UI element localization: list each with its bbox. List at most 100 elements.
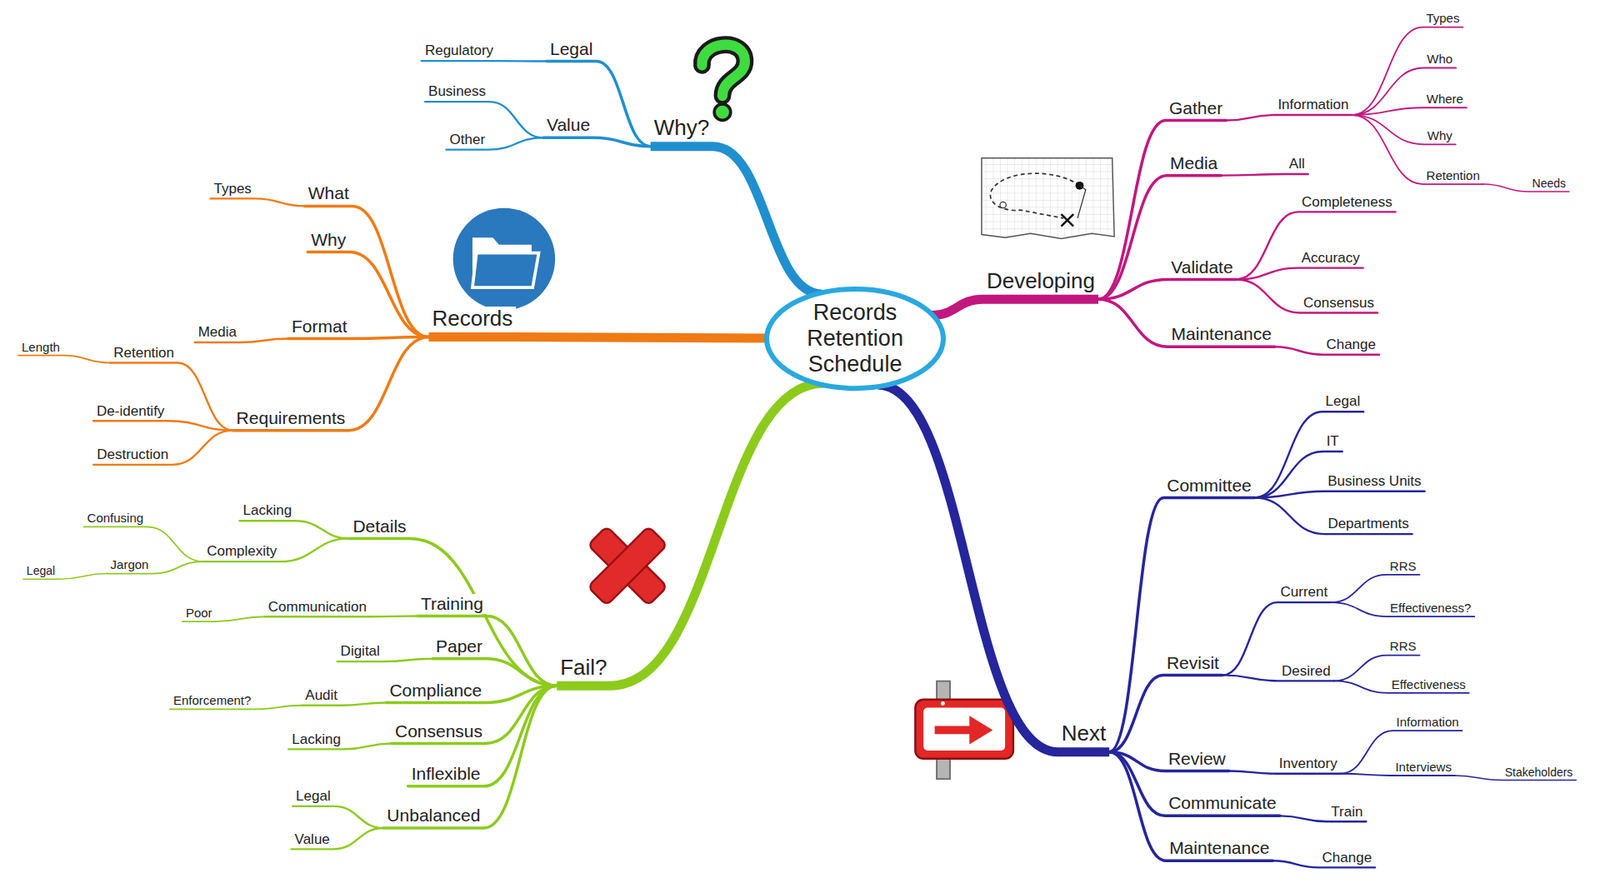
topic-label: Where — [1423, 91, 1467, 106]
branch-line — [1098, 280, 1237, 300]
topic-label: Records — [429, 306, 517, 332]
topic-text: Why — [310, 230, 346, 250]
branch-line — [210, 198, 305, 206]
topic-text: Audit — [305, 687, 338, 705]
branch-line — [18, 355, 110, 364]
topic-text: Inflexible — [411, 764, 481, 785]
topic-label: Destruction — [93, 446, 172, 464]
topic-label: Types — [1422, 10, 1463, 25]
topic-text: Communication — [268, 599, 367, 616]
topic-label: Communicate — [1165, 793, 1280, 814]
topic-text: Gather — [1169, 98, 1223, 119]
topic-text: Lacking — [291, 731, 341, 749]
topic-text: Completeness — [1301, 194, 1393, 211]
branch-line — [383, 685, 557, 829]
topic-text: Desired — [1281, 663, 1331, 680]
topic-label: Lacking — [288, 731, 345, 749]
topic-text: Unbalanced — [386, 805, 480, 826]
branch-line — [421, 60, 547, 63]
topic-label: Departments — [1324, 515, 1412, 533]
topic-label: Who — [1423, 51, 1456, 66]
topic-label: Jargon — [107, 557, 153, 572]
branch-line — [543, 137, 651, 146]
topic-text: Details — [352, 516, 406, 537]
topic-text: Training — [420, 594, 484, 615]
topic-text: Change — [1325, 336, 1376, 354]
topic-label: Legal — [292, 788, 335, 805]
branch-line — [877, 385, 1110, 753]
topic-text: Interviews — [1395, 760, 1452, 775]
topic-label: Compliance — [385, 680, 485, 701]
topic-text: Departments — [1327, 515, 1409, 533]
branch-line — [546, 61, 651, 147]
branch-line — [203, 538, 350, 562]
topic-text: Information — [1277, 96, 1349, 114]
branch-line — [93, 430, 233, 465]
topic-label: Details — [349, 516, 410, 537]
topic-label: Completeness — [1298, 194, 1396, 211]
topic-text: RRS — [1390, 639, 1417, 654]
branch-line — [349, 538, 557, 686]
topic-label: Enforcement? — [170, 693, 255, 708]
topic-text: Revisit — [1166, 653, 1220, 674]
topic-label: Validate — [1167, 257, 1236, 278]
topic-text: Who — [1426, 51, 1453, 66]
topic-label: Communication — [265, 599, 370, 616]
topic-label: Other — [446, 131, 490, 149]
branch-line — [1236, 211, 1396, 280]
topic-label: Types — [210, 180, 255, 198]
topic-text: Regulatory — [425, 42, 494, 60]
topic-label: Effectiveness — [1388, 677, 1470, 692]
topic-text: Value — [295, 831, 330, 849]
red-cross-icon — [587, 526, 667, 606]
topic-text: IT — [1326, 433, 1340, 450]
branch-line — [417, 615, 557, 686]
topic-label: Revisit — [1163, 653, 1223, 674]
topic-text: Current — [1280, 584, 1329, 601]
topic-text: Legal — [550, 39, 593, 60]
topic-text: Compliance — [389, 680, 482, 701]
topic-text: Legal — [1325, 393, 1361, 410]
topic-text: Consensus — [1303, 295, 1375, 312]
branch-line — [1340, 730, 1463, 775]
topic-text: Jargon — [110, 557, 150, 572]
topic-text: Why — [1427, 128, 1453, 143]
topic-text: Value — [546, 115, 590, 135]
topic-label: Poor — [182, 605, 216, 620]
branch-line — [84, 526, 205, 562]
topic-text: Business — [428, 83, 486, 100]
topic-label: Legal — [1322, 393, 1365, 410]
branch-line — [1109, 497, 1255, 752]
topic-text: Types — [1425, 10, 1460, 25]
topic-label: Retention — [1423, 168, 1484, 183]
topic-text: Enforcement? — [173, 693, 251, 708]
topic-text: Digital — [340, 643, 380, 660]
topic-label: Inflexible — [408, 764, 485, 785]
topic-text: Next — [1061, 721, 1106, 747]
topic-text: Poor — [185, 605, 213, 620]
branch-line — [1255, 497, 1413, 535]
topic-text: Complexity — [206, 543, 277, 560]
topic-label: Legal — [546, 39, 596, 60]
topic-label: Information — [1393, 715, 1463, 730]
topic-label: Unbalanced — [383, 805, 484, 826]
topic-text: Types — [214, 180, 252, 198]
branch-line — [288, 337, 430, 340]
topic-text: Retention — [1426, 168, 1480, 183]
topic-label: Confusing — [84, 510, 148, 525]
branch-line — [1236, 280, 1378, 314]
topic-label: Consensus — [391, 721, 486, 742]
topic-text: All — [1289, 155, 1305, 173]
topic-label: Business Units — [1324, 473, 1425, 490]
branch-line — [1109, 675, 1223, 752]
topic-label: Needs — [1529, 176, 1570, 190]
topic-text: Change — [1322, 850, 1373, 867]
topic-label: Legal — [23, 564, 59, 578]
topic-text: Requirements — [236, 408, 346, 429]
topic-label: Lacking — [240, 502, 296, 520]
topic-label: RRS — [1386, 639, 1420, 654]
topic-text: What — [308, 183, 350, 204]
branch-line — [1255, 491, 1425, 499]
